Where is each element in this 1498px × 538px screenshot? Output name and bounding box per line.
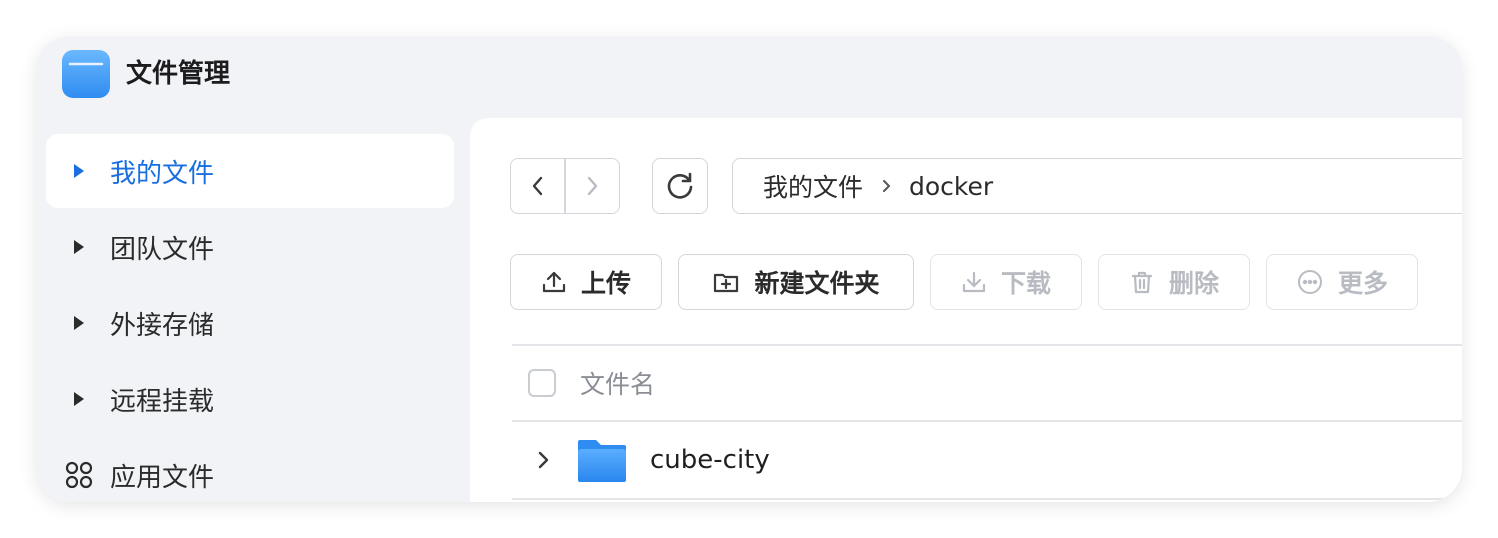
sidebar-item-external-storage[interactable]: 外接存储 <box>46 286 454 360</box>
breadcrumb: 我的文件 docker <box>732 158 1462 214</box>
sidebar-item-my-files[interactable]: 我的文件 <box>46 134 454 208</box>
upload-button[interactable]: 上传 <box>510 254 662 310</box>
download-icon <box>962 271 986 293</box>
sidebar-item-label: 远程挂载 <box>110 386 215 417</box>
breadcrumb-root[interactable]: 我的文件 <box>763 173 864 202</box>
delete-label: 删除 <box>1168 269 1219 298</box>
folder-app-icon <box>62 50 110 98</box>
more-label: 更多 <box>1337 269 1388 298</box>
caret-right-icon <box>46 315 110 331</box>
file-manager-window: 文件管理 我的文件 团队文件 外接存储 远程挂载 <box>36 36 1462 502</box>
chevron-right-icon <box>881 178 891 194</box>
sidebar-item-label: 外接存储 <box>110 310 215 341</box>
table-header: 文件名 <box>512 346 1462 420</box>
back-button[interactable] <box>511 159 564 213</box>
chevron-right-icon[interactable] <box>536 449 556 471</box>
refresh-icon <box>667 172 693 199</box>
table-divider <box>512 498 1462 500</box>
refresh-button[interactable] <box>652 158 708 214</box>
upload-icon <box>542 271 566 293</box>
new-folder-label: 新建文件夹 <box>754 269 880 298</box>
main-panel: 我的文件 docker 上传 新建文件夹 下载 <box>470 118 1462 502</box>
sidebar-item-label: 应用文件 <box>110 462 215 493</box>
download-label: 下载 <box>1000 269 1051 298</box>
forward-button[interactable] <box>566 159 619 213</box>
breadcrumb-current[interactable]: docker <box>909 171 994 201</box>
history-nav <box>510 158 620 214</box>
sidebar-item-remote-mount[interactable]: 远程挂载 <box>46 362 454 436</box>
select-all-checkbox[interactable] <box>528 369 556 397</box>
chevron-left-icon <box>532 176 542 196</box>
table-divider <box>512 420 1462 422</box>
new-folder-button[interactable]: 新建文件夹 <box>678 254 914 310</box>
sidebar-item-label: 团队文件 <box>110 234 215 265</box>
delete-button[interactable]: 删除 <box>1098 254 1250 310</box>
folder-plus-icon <box>714 273 739 293</box>
download-button[interactable]: 下载 <box>930 254 1082 310</box>
caret-right-icon <box>46 163 110 179</box>
caret-right-icon <box>46 391 110 407</box>
upload-label: 上传 <box>580 269 631 298</box>
file-name: cube-city <box>650 445 770 475</box>
folder-icon <box>578 440 626 482</box>
table-row[interactable]: cube-city <box>512 422 1462 498</box>
more-button[interactable]: 更多 <box>1266 254 1418 310</box>
trash-icon <box>1131 271 1153 294</box>
more-icon <box>1297 270 1322 294</box>
app-title: 文件管理 <box>126 59 231 89</box>
chevron-right-icon <box>588 176 598 196</box>
sidebar-item-label: 我的文件 <box>110 158 215 189</box>
apps-grid-icon <box>46 461 110 489</box>
table-divider <box>512 344 1462 346</box>
sidebar-item-team-files[interactable]: 团队文件 <box>46 210 454 284</box>
sidebar-item-app-files[interactable]: 应用文件 <box>46 438 454 502</box>
caret-right-icon <box>46 239 110 255</box>
column-header-name[interactable]: 文件名 <box>580 370 656 399</box>
sidebar: 我的文件 团队文件 外接存储 远程挂载 <box>36 36 466 502</box>
